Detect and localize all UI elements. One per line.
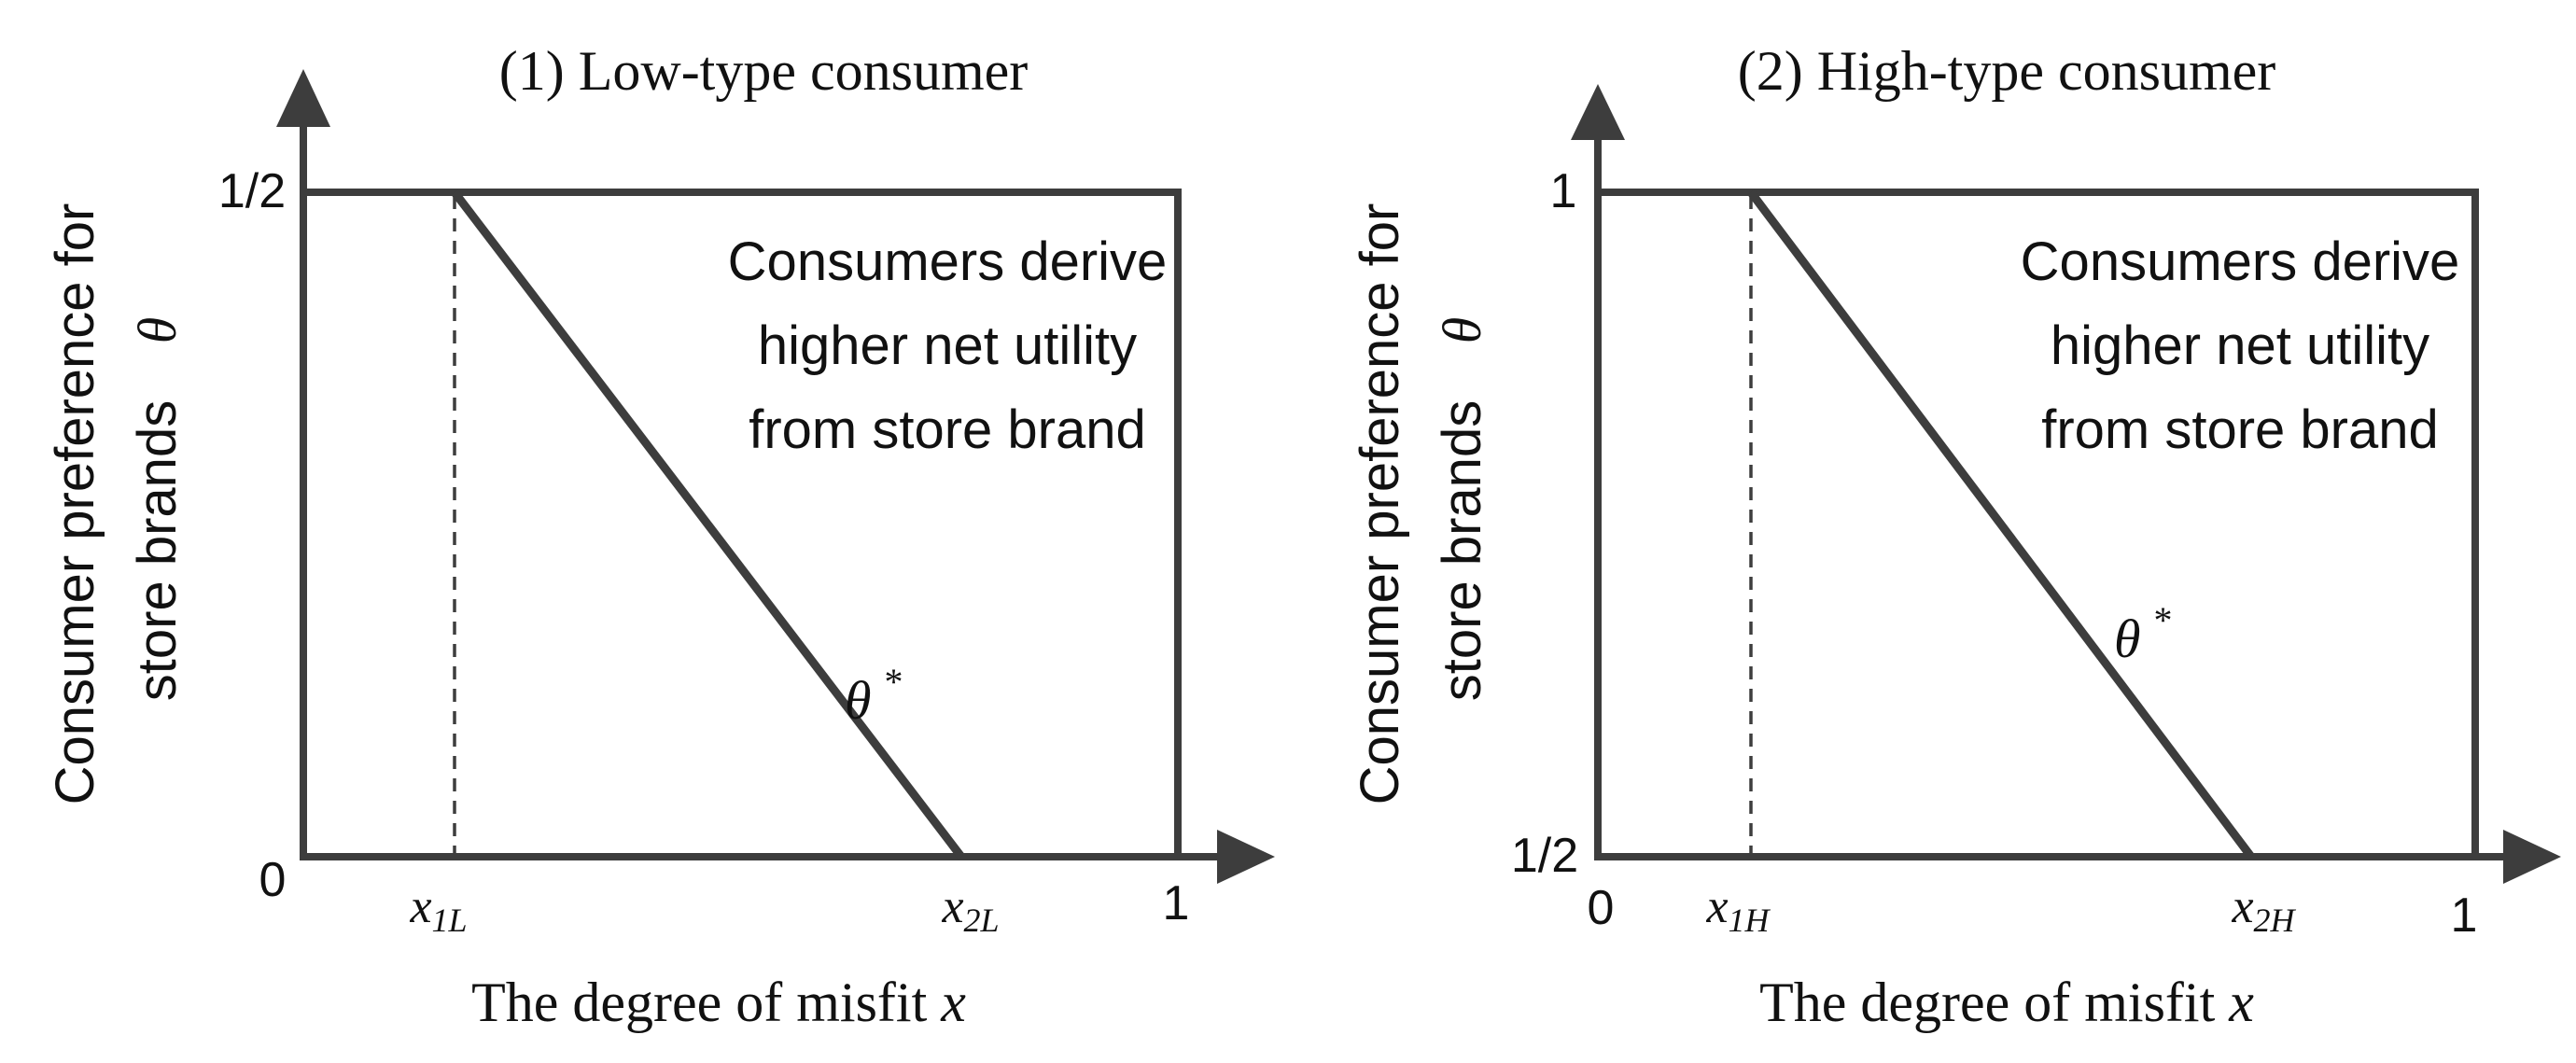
y-axis-label-line1: Consumer preference for	[45, 203, 105, 805]
x1-label: x1L	[409, 880, 467, 939]
y-axis-label-line1: Consumer preference for	[1350, 203, 1410, 805]
origin-label: 0	[1588, 881, 1615, 935]
panel-low: (1) Low-type consumer Consumer preferenc…	[45, 40, 1275, 1033]
threshold-label: θ*	[2114, 599, 2173, 669]
panel-high: (2) High-type consumer Consumer preferen…	[1350, 40, 2561, 1033]
y-top-label: 1/2	[218, 164, 286, 218]
x2-label: x2L	[941, 880, 999, 939]
threshold-label: θ*	[845, 661, 903, 731]
region-label-line2: higher net utility	[2051, 315, 2429, 376]
y-axis-label-line2: store brands	[1432, 400, 1492, 701]
region-label-line2: higher net utility	[758, 315, 1137, 376]
x1-label: x1H	[1705, 880, 1771, 939]
y-axis-arrow-icon	[276, 69, 330, 127]
y-top-label: 1	[1550, 164, 1577, 218]
threshold-line	[1747, 189, 2255, 860]
x-axis-label: The degree of misfit x	[1759, 972, 2254, 1033]
y-axis-symbol: θ	[1432, 317, 1492, 344]
y-axis-label-line2: store brands	[127, 400, 188, 701]
region-label-line3: from store brand	[2041, 399, 2439, 460]
panel-title: (1) Low-type consumer	[499, 40, 1029, 102]
threshold-line	[451, 189, 965, 860]
x-end-label: 1	[2451, 888, 2478, 943]
panel-title: (2) High-type consumer	[1738, 40, 2276, 102]
x-axis-label: The degree of misfit x	[471, 972, 966, 1033]
origin-label: 0	[259, 853, 287, 907]
x-end-label: 1	[1163, 876, 1190, 930]
x-axis-arrow-icon	[1217, 830, 1275, 884]
region-label-line1: Consumers derive	[2021, 231, 2460, 292]
y-axis-arrow-icon	[1571, 84, 1625, 140]
x2-label: x2H	[2231, 880, 2296, 939]
y-axis-symbol: θ	[127, 317, 188, 344]
x-axis-arrow-icon	[2503, 830, 2561, 884]
region-label-line3: from store brand	[749, 399, 1146, 460]
y-bottom-label: 1/2	[1511, 829, 1578, 883]
region-label-line1: Consumers derive	[728, 231, 1168, 292]
